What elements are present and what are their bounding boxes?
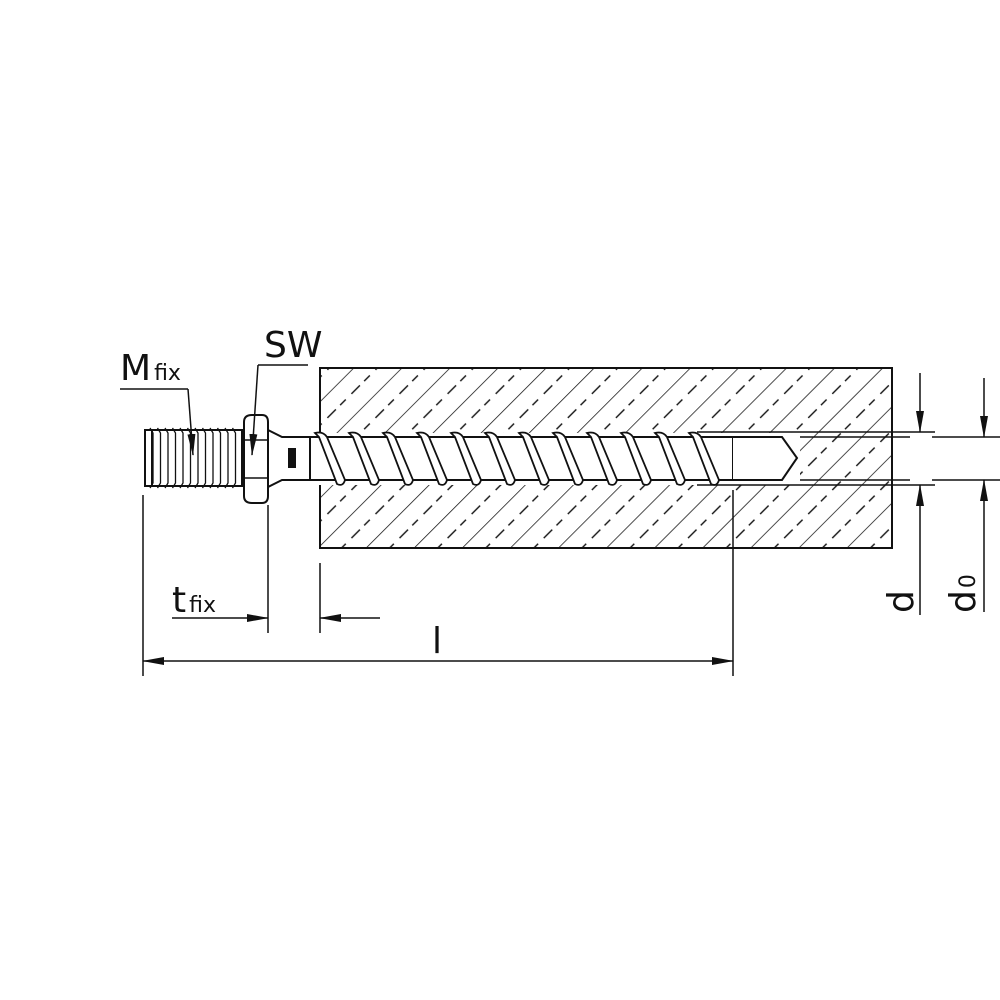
rod-thread [216, 427, 222, 489]
label-d0: d0 [943, 574, 984, 613]
screw-thread [653, 431, 686, 486]
label-sw: SW [264, 325, 322, 366]
leader-lines [120, 364, 308, 456]
screw-thread [381, 431, 414, 486]
rod-thread [179, 427, 184, 489]
rod-thread [156, 427, 162, 489]
screw-thread [449, 431, 482, 486]
rod-thread [164, 427, 169, 489]
rod-thread [194, 427, 199, 489]
screw-thread [313, 431, 346, 486]
screw-thread [619, 431, 652, 486]
rod-thread [209, 427, 214, 489]
rod-thread [186, 427, 192, 489]
dimension-lines [142, 373, 988, 676]
screw-thread [415, 431, 448, 486]
rod-thread [171, 427, 177, 489]
screw-thread [517, 431, 550, 486]
screw-tip [733, 436, 799, 481]
screw-shank [309, 431, 799, 486]
label-length: l [432, 621, 442, 662]
collar [267, 428, 311, 489]
screw-thread [347, 431, 380, 486]
rod-thread [201, 427, 207, 489]
rod-thread [231, 427, 237, 489]
hex-nut [243, 414, 269, 504]
screw-thread [687, 431, 720, 486]
rod-thread [224, 427, 229, 489]
screw-thread [585, 431, 618, 486]
screw-thread [551, 431, 584, 486]
rod-thread [149, 427, 154, 489]
threaded-rod [144, 427, 243, 489]
label-d: d [881, 590, 922, 613]
screw-thread [483, 431, 516, 486]
